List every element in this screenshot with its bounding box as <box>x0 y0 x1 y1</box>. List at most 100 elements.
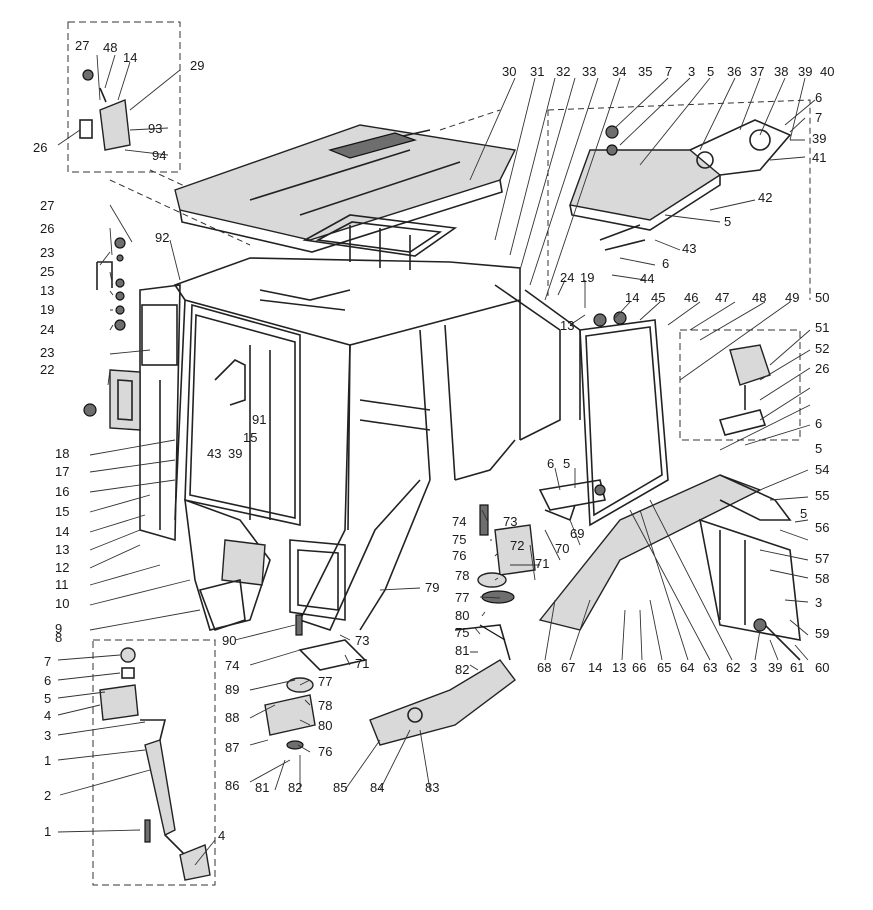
front-left-mount <box>264 614 367 750</box>
callout-label: 80 <box>455 608 469 623</box>
callout-label: 26 <box>40 221 54 236</box>
small-parts-column <box>96 237 126 331</box>
rear-fender <box>538 474 801 661</box>
callout-label: 36 <box>727 64 741 79</box>
callout-label: 78 <box>455 568 469 583</box>
callout-label: 59 <box>815 626 829 641</box>
callout-label: 14 <box>625 290 639 305</box>
callout-label: 74 <box>225 658 239 673</box>
callout-label: 14 <box>588 660 602 675</box>
callout-label: 77 <box>318 674 332 689</box>
callout-label: 73 <box>355 633 369 648</box>
callout-label: 30 <box>502 64 516 79</box>
callout-label: 38 <box>774 64 788 79</box>
callout-label: 49 <box>785 290 799 305</box>
callout-label: 13 <box>612 660 626 675</box>
callout-label: 33 <box>582 64 596 79</box>
callout-label: 92 <box>155 230 169 245</box>
callout-label: 48 <box>103 40 117 55</box>
callout-label: 52 <box>815 341 829 356</box>
callout-label: 51 <box>815 320 829 335</box>
callout-label: 15 <box>243 430 257 445</box>
door-handle <box>214 359 246 406</box>
callout-label: 39 <box>228 446 242 461</box>
callout-label: 78 <box>318 698 332 713</box>
callout-label: 81 <box>255 780 269 795</box>
callout-label: 12 <box>55 560 69 575</box>
callout-label: 43 <box>682 241 696 256</box>
callout-label: 13 <box>40 283 54 298</box>
callout-label: 6 <box>662 256 669 271</box>
door-frame <box>139 284 181 542</box>
detail-box-hood <box>547 99 811 300</box>
callout-label: 50 <box>815 290 829 305</box>
callout-label: 74 <box>452 514 466 529</box>
callout-label: 7 <box>44 654 51 669</box>
callout-label: 34 <box>612 64 626 79</box>
callout-label: 82 <box>455 662 469 677</box>
callout-label: 5 <box>707 64 714 79</box>
callout-label: 29 <box>190 58 204 73</box>
callout-label: 71 <box>355 656 369 671</box>
callout-label: 32 <box>556 64 570 79</box>
callout-label: 81 <box>455 643 469 658</box>
callout-dash-top <box>109 169 291 246</box>
callout-label: 5 <box>563 456 570 471</box>
callout-label: 18 <box>55 446 69 461</box>
callout-label: 84 <box>370 780 384 795</box>
callout-label: 58 <box>815 571 829 586</box>
callout-label: 76 <box>452 548 466 563</box>
callout-label: 47 <box>715 290 729 305</box>
callout-label: 26 <box>815 361 829 376</box>
callout-label: 27 <box>40 198 54 213</box>
callout-label: 88 <box>225 710 239 725</box>
hood-cover <box>569 119 792 251</box>
lower-left-bracket <box>184 498 271 632</box>
callout-dash-roof <box>439 109 501 131</box>
callout-label: 43 <box>207 446 221 461</box>
callout-label: 37 <box>750 64 764 79</box>
callout-label: 16 <box>55 484 69 499</box>
callout-label: 1 <box>44 753 51 768</box>
callout-label: 71 <box>535 556 549 571</box>
callout-label: 7 <box>815 110 822 125</box>
callout-label: 35 <box>638 64 652 79</box>
callout-label: 24 <box>40 322 54 337</box>
callout-label: 39 <box>798 64 812 79</box>
callout-label: 5 <box>800 506 807 521</box>
callout-label: 3 <box>44 728 51 743</box>
callout-label: 89 <box>225 682 239 697</box>
callout-label: 44 <box>640 271 654 286</box>
callout-label: 91 <box>252 412 266 427</box>
callout-label: 83 <box>425 780 439 795</box>
callout-label: 25 <box>40 264 54 279</box>
callout-label: 23 <box>40 245 54 260</box>
callout-label: 4 <box>44 708 51 723</box>
callout-label: 19 <box>40 302 54 317</box>
callout-label: 42 <box>758 190 772 205</box>
callout-label: 26 <box>33 140 47 155</box>
callout-label: 60 <box>815 660 829 675</box>
callout-label: 45 <box>651 290 665 305</box>
callout-label: 22 <box>40 362 54 377</box>
callout-label: 1 <box>44 824 51 839</box>
callout-label: 27 <box>75 38 89 53</box>
callout-label: 80 <box>318 718 332 733</box>
callout-label: 2 <box>44 788 51 803</box>
callout-label: 68 <box>537 660 551 675</box>
callout-label: 9 <box>55 621 62 636</box>
callout-labels: 27 48 14 29 26 93 94 30 31 32 33 34 35 7… <box>33 38 834 843</box>
callout-label: 77 <box>455 590 469 605</box>
callout-label: 23 <box>40 345 54 360</box>
callout-label: 48 <box>752 290 766 305</box>
callout-label: 57 <box>815 551 829 566</box>
callout-label: 15 <box>55 504 69 519</box>
callout-label: 63 <box>703 660 717 675</box>
hinge-detail-top <box>79 69 131 151</box>
callout-label: 6 <box>547 456 554 471</box>
callout-label: 75 <box>452 532 466 547</box>
callout-label: 40 <box>820 64 834 79</box>
callout-label: 67 <box>561 660 575 675</box>
